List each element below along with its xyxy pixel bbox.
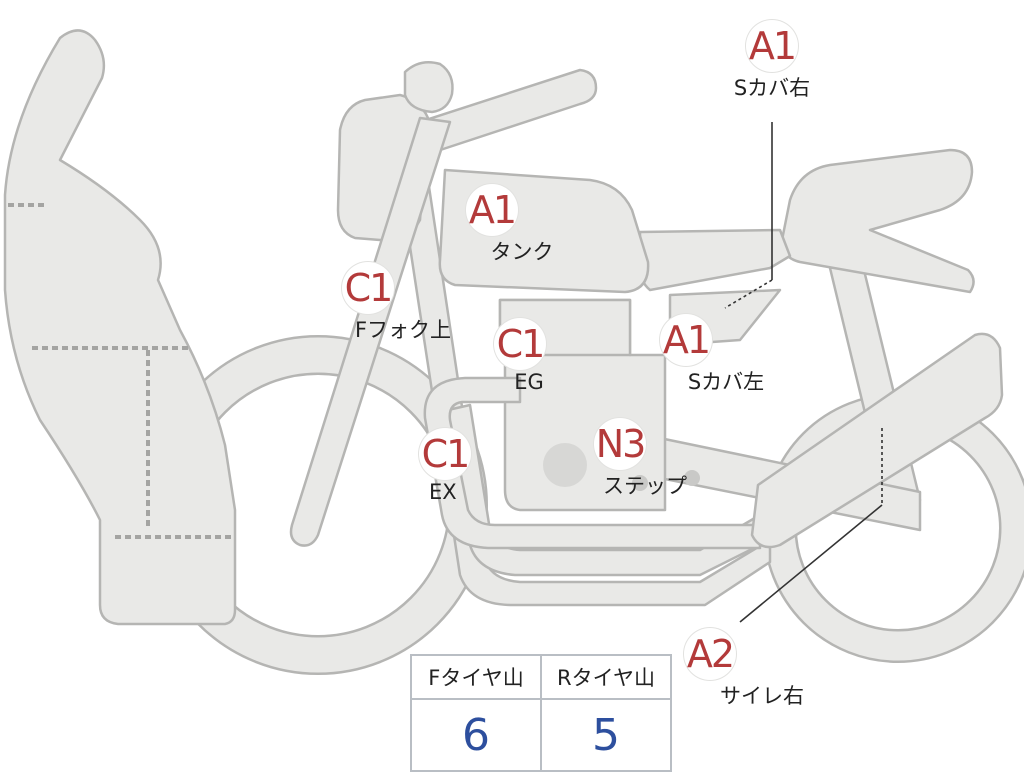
engine-cover (543, 443, 587, 487)
part-label: Fフォク上 (354, 318, 452, 342)
grade-badge: A1 (660, 314, 712, 366)
front-tire-header: Fタイヤ山 (410, 654, 542, 700)
part-label: Sカバ右 (733, 76, 811, 100)
part-label: タンク (490, 240, 554, 264)
foot-peg-2 (684, 470, 700, 486)
front-tire-value: 6 (410, 698, 542, 772)
leader-silencer (739, 504, 883, 623)
marker-engine: C1 EG (490, 318, 550, 394)
tire-tread-table: Fタイヤ山 Rタイヤ山 6 5 (410, 654, 672, 772)
marker-f-fork-upper: C1 Fフォク上 (338, 262, 451, 344)
fairing (3, 29, 237, 626)
foot-peg-1 (632, 475, 648, 491)
grade-badge: A1 (466, 184, 518, 236)
front-fork (289, 116, 452, 547)
part-label: EG (514, 370, 544, 394)
grade-badge: C1 (419, 428, 471, 480)
marker-s-cover-left: A1 Sカバ左 (656, 314, 764, 396)
marker-s-cover-right: A1 Sカバ右 (734, 20, 810, 102)
marker-step: N3 ステップ (590, 418, 687, 500)
grade-badge: A2 (684, 628, 736, 680)
rear-tire-value: 5 (540, 698, 672, 772)
marker-silencer-right: A2 サイレ右 (680, 628, 804, 710)
seat (780, 148, 975, 294)
silencer (750, 332, 1004, 549)
grade-badge: N3 (594, 418, 646, 470)
marker-exhaust: C1 EX (415, 428, 475, 504)
side-cover (638, 228, 792, 292)
mirror (403, 61, 454, 114)
frame-down (396, 158, 772, 607)
grade-badge: A1 (746, 20, 798, 72)
grade-badge: C1 (342, 262, 394, 314)
part-label: Sカバ左 (687, 370, 765, 394)
marker-tank: A1 タンク (462, 184, 554, 266)
part-label: サイレ右 (720, 684, 804, 708)
part-label: EX (429, 480, 457, 504)
part-label: ステップ (603, 474, 687, 498)
rear-tire-header: Rタイヤ山 (540, 654, 672, 700)
grade-badge: C1 (494, 318, 546, 370)
